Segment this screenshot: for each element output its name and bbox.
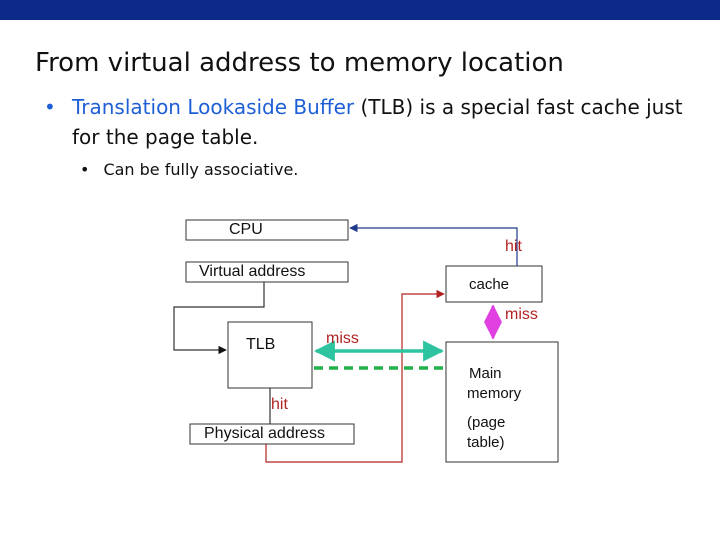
slide-title: From virtual address to memory location <box>35 48 564 78</box>
main-memory-line2: memory <box>467 385 522 402</box>
tlb-description: (TLB) is a special fast cache just for t… <box>72 95 683 149</box>
associative-text: Can be fully associative. <box>103 160 299 179</box>
tlb-label: TLB <box>246 336 275 353</box>
physical-address-label: Physical address <box>204 425 325 442</box>
main-memory-line1: Main <box>469 365 502 382</box>
sub-bullet-dot: • <box>80 160 90 179</box>
main-memory-box <box>445 341 559 463</box>
virtual-address-label: Virtual address <box>199 263 305 280</box>
cache-box <box>445 265 543 303</box>
tlb-box <box>227 321 313 389</box>
cpu-box <box>185 219 349 241</box>
tlb-highlight: Translation Lookaside Buffer <box>72 95 355 119</box>
cpu-label: CPU <box>229 221 263 238</box>
bullet-associative: • Can be fully associative. <box>80 160 298 179</box>
hit-tlb-label: hit <box>271 396 288 413</box>
page-table-line2: table) <box>467 434 505 451</box>
top-bar <box>0 0 720 20</box>
bullet-tlb-text: Translation Lookaside Buffer (TLB) is a … <box>48 92 688 152</box>
hit-top-label: hit <box>505 238 522 255</box>
physical-address-box <box>189 423 355 445</box>
pa-to-cache-arrow <box>265 289 445 463</box>
page-table-line1: (page <box>467 414 505 431</box>
cache-hit-to-cpu-arrow <box>349 223 518 266</box>
va-to-tlb-arrow <box>173 282 265 355</box>
cache-label: cache <box>469 276 509 293</box>
bullet-dot: • <box>44 95 56 119</box>
virtual-address-box <box>185 261 349 283</box>
miss-cache-label: miss <box>505 306 538 323</box>
bullet-tlb-definition: • Translation Lookaside Buffer (TLB) is … <box>44 92 688 152</box>
miss-tlb-label: miss <box>326 330 359 347</box>
